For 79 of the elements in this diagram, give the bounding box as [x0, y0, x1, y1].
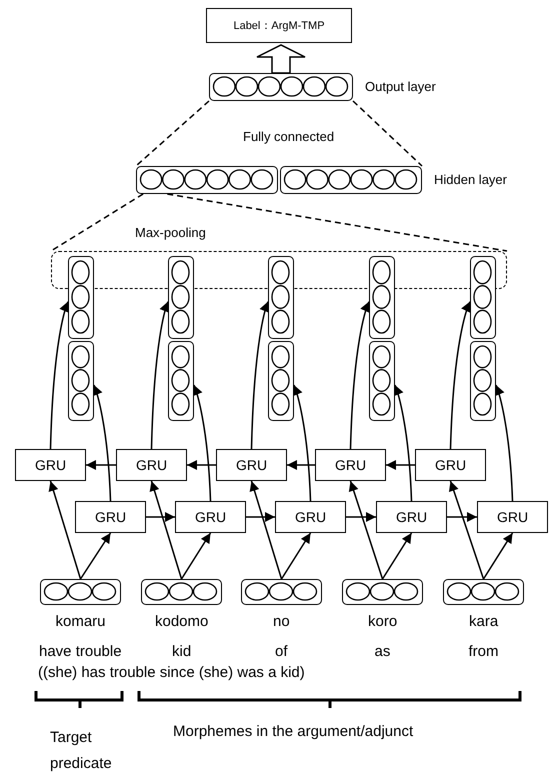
gru-unit: GRU: [376, 501, 447, 533]
gloss-label: as: [374, 643, 390, 660]
gru-unit: GRU: [477, 501, 548, 533]
arrow: [350, 301, 370, 450]
arrow: [50, 301, 69, 450]
layer-label: Output layer: [365, 79, 436, 94]
neuron-vector: [268, 341, 294, 421]
gloss-label: from: [468, 643, 498, 660]
arrow: [86, 460, 116, 470]
dashed-line: [167, 193, 508, 252]
word-label: kara: [469, 613, 498, 630]
arrow: [187, 460, 216, 470]
arrow: [48, 480, 82, 580]
gloss-label: of: [275, 643, 288, 660]
gloss-label: kid: [172, 643, 192, 660]
gru-unit: GRU: [415, 449, 486, 481]
neuron-vector: [68, 341, 94, 421]
arrow: [250, 301, 270, 450]
bracket-label: Target predicate: [50, 728, 113, 772]
neuron-vector: [141, 579, 222, 605]
neuron-vector: [136, 166, 278, 194]
arrow: [250, 480, 282, 580]
arrow: [192, 384, 212, 502]
neuron-vector: [168, 341, 194, 421]
word-label: kodomo: [155, 613, 208, 630]
arrow: [150, 301, 170, 450]
neuron-vector: [342, 579, 423, 605]
neuron-vector: [40, 579, 121, 605]
arrow: [92, 384, 112, 502]
dashed-line: [50, 193, 144, 252]
gru-unit: GRU: [175, 501, 246, 533]
neuron-vector: [268, 256, 294, 339]
gru-unit: GRU: [275, 501, 346, 533]
gru-unit: GRU: [315, 449, 386, 481]
gru-unit: GRU: [15, 449, 86, 481]
word-label: komaru: [56, 613, 106, 630]
gru-unit: GRU: [116, 449, 187, 481]
arrow: [382, 532, 412, 580]
label-box: Label：ArgM-TMP: [206, 8, 352, 43]
sentence-translation: ((she) has trouble since (she) was a kid): [38, 664, 305, 681]
layer-label: Hidden layer: [434, 172, 507, 187]
arrow: [292, 384, 312, 502]
arrow: [386, 460, 415, 470]
arrow: [180, 532, 212, 580]
word-label: no: [273, 613, 290, 630]
neuron-vector: [470, 256, 496, 339]
arrow: [287, 460, 315, 470]
hollow-arrow: [256, 44, 306, 74]
arrow: [146, 512, 175, 522]
arrow: [448, 480, 484, 580]
gru-unit: GRU: [216, 449, 287, 481]
neuron-vector: [280, 166, 422, 194]
arrow: [246, 512, 275, 522]
bracket-label: Morphemes in the argument/adjunct: [173, 723, 414, 740]
neuron-vector: [369, 341, 395, 421]
arrow: [150, 480, 182, 580]
arrow: [450, 301, 471, 450]
arrow: [394, 384, 412, 502]
arrow: [280, 532, 312, 580]
arrow: [482, 532, 514, 580]
gloss-label: have trouble: [39, 643, 122, 660]
dashed-line: [352, 100, 423, 167]
annotation-text: Fully connected: [243, 129, 334, 144]
neuron-vector: [470, 341, 496, 421]
arrow: [348, 480, 384, 580]
neuron-vector: [168, 256, 194, 339]
dashed-line: [136, 100, 210, 167]
neuron-vector: [369, 256, 395, 339]
gru-unit: GRU: [75, 501, 146, 533]
annotation-text: Max-pooling: [135, 225, 206, 240]
neuron-vector: [241, 579, 322, 605]
neuron-vector: [209, 73, 353, 101]
arrow: [447, 512, 477, 522]
neuron-vector: [68, 256, 94, 339]
arrow: [346, 512, 376, 522]
arrow: [80, 532, 112, 580]
neuron-vector: [443, 579, 524, 605]
word-label: koro: [368, 613, 398, 630]
arrow: [494, 384, 514, 502]
